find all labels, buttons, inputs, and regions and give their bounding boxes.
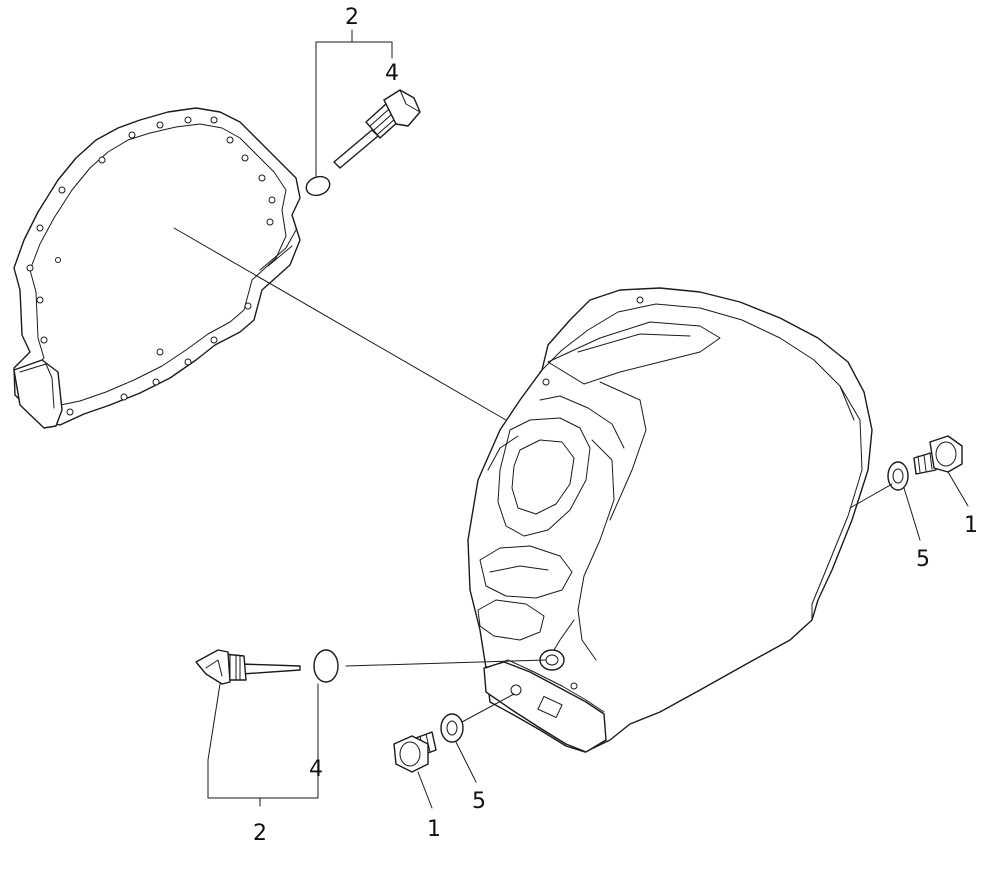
gasket-leader-line [173,227,507,421]
bottom-bracket [207,683,319,799]
right-washer [887,461,909,491]
top-dipstick [333,89,421,169]
callout-right-5: 5 [916,547,930,572]
callout-bottom-4: 4 [309,757,323,782]
bottom-bolt-callout-line [417,771,433,809]
top-bracket [315,41,393,177]
gasket-plate [13,107,301,429]
bottom-washer-callout-line [455,741,477,783]
right-washer-callout-line [903,487,921,541]
bottom-o-ring [313,649,339,683]
right-drain-bolt [913,435,963,475]
callout-top-4: 4 [385,61,399,86]
bottom-drain-bolt [393,731,437,773]
right-bolt-leader [849,483,893,509]
right-bolt-callout-line [947,471,969,507]
housing-body [467,287,873,753]
bottom-dipstick-leader [345,659,547,667]
top-o-ring [305,175,331,197]
bottom-washer [440,713,464,743]
callout-top-2: 2 [345,5,359,30]
callout-bottom-1: 1 [427,817,441,842]
callout-right-1: 1 [964,513,978,538]
callout-bottom-5: 5 [472,789,486,814]
bottom-bolt-leader [461,693,515,723]
callout-bottom-2: 2 [253,821,267,846]
bottom-dipstick [195,649,301,685]
